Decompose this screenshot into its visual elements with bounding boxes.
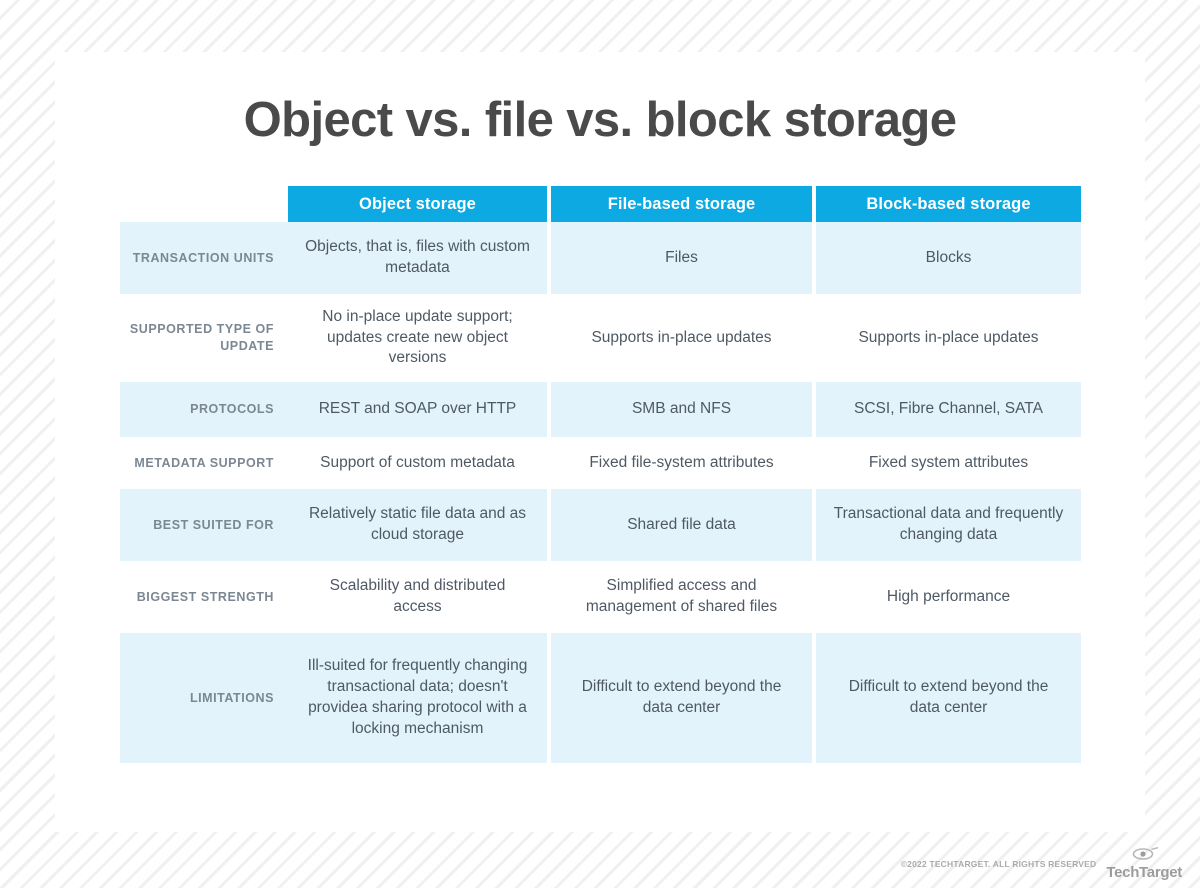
cell-transaction-units-file: Files (551, 222, 816, 294)
cell-transaction-units-block: Blocks (816, 222, 1081, 294)
copyright-text: ©2022 TECHTARGET. ALL RIGHTS RESERVED (900, 858, 1097, 869)
column-header-block-based-storage: Block-based storage (816, 186, 1081, 222)
row-label-transaction-units: TRANSACTION UNITS (120, 222, 288, 294)
row-label-best-suited-for: BEST SUITED FOR (120, 489, 288, 561)
table-row: LIMITATIONS Ill-suited for frequently ch… (120, 633, 1081, 763)
techtarget-wordmark: TechTarget (1106, 864, 1182, 881)
cell-protocols-object: REST and SOAP over HTTP (288, 382, 551, 437)
page-title: Object vs. file vs. block storage (243, 93, 957, 147)
cell-limitations-object: Ill-suited for frequently changing trans… (288, 633, 551, 763)
cell-supported-update-object: No in-place update support; updates crea… (288, 294, 551, 382)
cell-best-suited-file: Shared file data (551, 489, 816, 561)
cell-protocols-block: SCSI, Fibre Channel, SATA (816, 382, 1081, 437)
cell-biggest-strength-object: Scalability and distributed access (288, 561, 551, 633)
footer: ©2022 TECHTARGET. ALL RIGHTS RESERVED Te… (901, 847, 1182, 880)
cell-limitations-block: Difficult to extend beyond the data cent… (816, 633, 1081, 763)
cell-supported-update-file: Supports in-place updates (551, 294, 816, 382)
cell-best-suited-block: Transactional data and frequently changi… (816, 489, 1081, 561)
cell-metadata-support-block: Fixed system attributes (816, 437, 1081, 489)
table-row: BEST SUITED FOR Relatively static file d… (120, 489, 1081, 561)
table-header-row: Object storage File-based storage Block-… (120, 186, 1081, 222)
comparison-table: Object storage File-based storage Block-… (120, 186, 1081, 763)
table-row: PROTOCOLS REST and SOAP over HTTP SMB an… (120, 382, 1081, 437)
column-header-file-based-storage: File-based storage (551, 186, 816, 222)
row-label-protocols: PROTOCOLS (120, 382, 288, 437)
row-label-metadata-support: METADATA SUPPORT (120, 437, 288, 489)
header-corner-spacer (120, 186, 288, 222)
row-label-supported-type-of-update: SUPPORTED TYPE OF UPDATE (120, 294, 288, 382)
table-row: SUPPORTED TYPE OF UPDATE No in-place upd… (120, 294, 1081, 382)
cell-transaction-units-object: Objects, that is, files with custom meta… (288, 222, 551, 294)
table-row: TRANSACTION UNITS Objects, that is, file… (120, 222, 1081, 294)
cell-protocols-file: SMB and NFS (551, 382, 816, 437)
row-label-limitations: LIMITATIONS (120, 633, 288, 763)
cell-metadata-support-file: Fixed file-system attributes (551, 437, 816, 489)
table-row: METADATA SUPPORT Support of custom metad… (120, 437, 1081, 489)
cell-best-suited-object: Relatively static file data and as cloud… (288, 489, 551, 561)
cell-biggest-strength-block: High performance (816, 561, 1081, 633)
table-row: BIGGEST STRENGTH Scalability and distrib… (120, 561, 1081, 633)
cell-supported-update-block: Supports in-place updates (816, 294, 1081, 382)
column-header-object-storage: Object storage (288, 186, 551, 222)
cell-limitations-file: Difficult to extend beyond the data cent… (551, 633, 816, 763)
techtarget-logo: TechTarget (1106, 847, 1182, 880)
cell-metadata-support-object: Support of custom metadata (288, 437, 551, 489)
cell-biggest-strength-file: Simplified access and management of shar… (551, 561, 816, 633)
eye-icon (1129, 847, 1159, 864)
infographic-card: Object vs. file vs. block storage Object… (55, 52, 1145, 832)
row-label-biggest-strength: BIGGEST STRENGTH (120, 561, 288, 633)
